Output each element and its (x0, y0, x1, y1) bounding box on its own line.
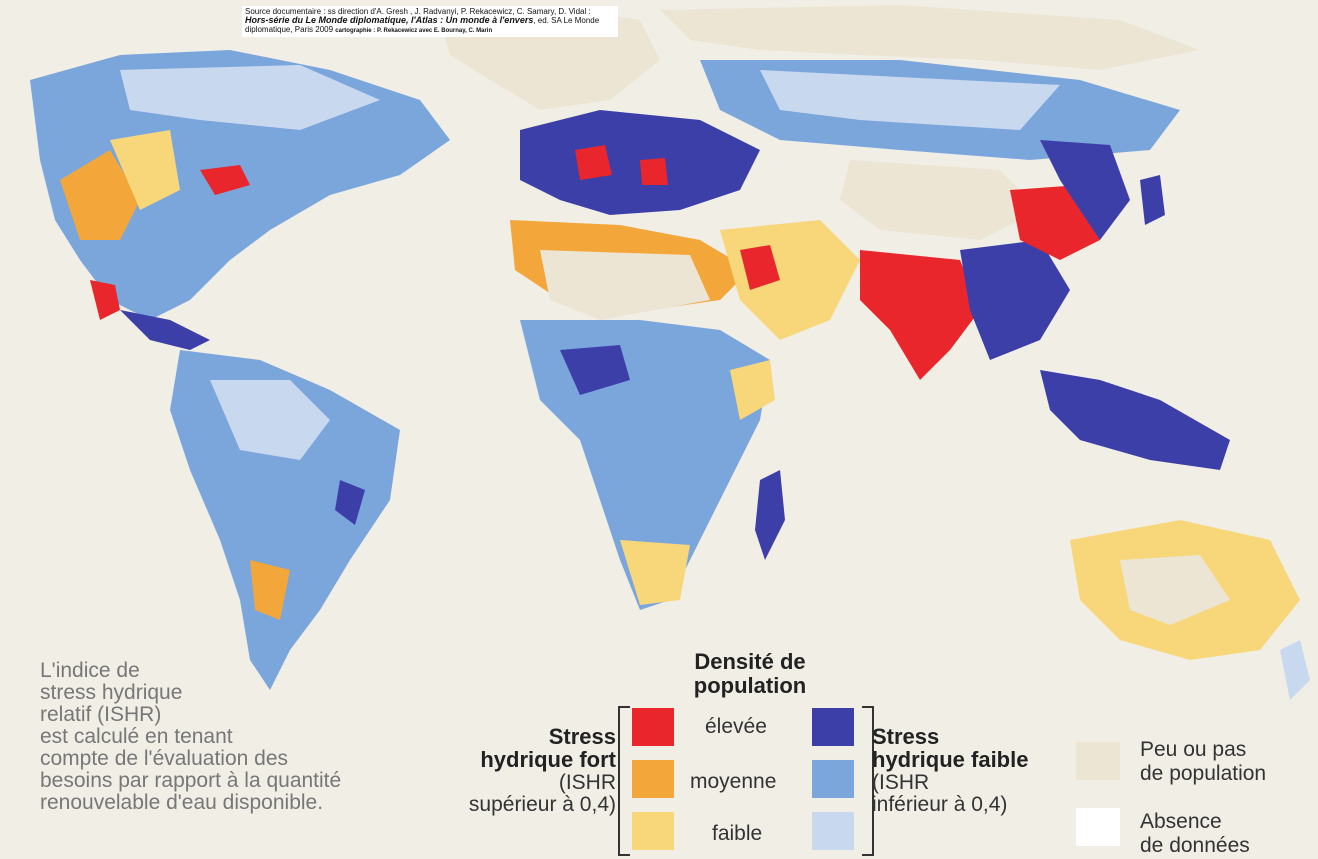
source-prefix: Source documentaire : (245, 7, 326, 16)
southeast-asia-region (1040, 370, 1230, 470)
mexico-high (90, 280, 120, 320)
source-publisher: , ed. SA Le Monde diplomatique, Paris 20… (245, 16, 600, 34)
ishr-explanation: L'indice de stress hydrique relatif (ISH… (40, 660, 370, 814)
low-stress-legend-label: Stress hydrique faible (ISHR inférieur à… (872, 724, 1029, 816)
swatch-low-stress-high (812, 708, 854, 746)
note-line: compte de l'évaluation des (40, 747, 289, 770)
europe-region (520, 110, 760, 215)
low-stress-bracket (862, 706, 874, 856)
new-zealand-region (1280, 640, 1310, 700)
central-asia-low-population (840, 160, 1040, 240)
swatch-high-stress-medium (632, 760, 674, 798)
central-america-region (120, 310, 210, 350)
high-stress-legend-label: Stress hydrique fort (ISHR supérieur à 0… (468, 724, 616, 816)
note-line: renouvelable d'eau disponible. (40, 791, 324, 814)
source-authors: ss direction d'A. Gresh , J. Radvanyi, P… (327, 7, 591, 16)
level-label-high: élevée (705, 715, 767, 738)
south-asia-high (860, 250, 980, 380)
note-line: L'indice de (40, 659, 140, 682)
amazon-low-density (210, 380, 330, 460)
level-label-low: faible (712, 822, 763, 845)
brazil-coast-high (335, 480, 365, 525)
swatch-no-data (1076, 808, 1120, 846)
australia-interior (1120, 555, 1230, 625)
na-west-medium (60, 150, 140, 240)
swatch-high-stress-high (632, 708, 674, 746)
east-africa-medium (730, 360, 775, 420)
south-america-region (170, 350, 400, 690)
sahara-low-population (540, 250, 710, 320)
note-line: est calculé en tenant (40, 725, 233, 748)
na-north-low-density (120, 65, 380, 130)
density-legend-title: Densité de population (693, 649, 807, 698)
na-plains-low (110, 130, 180, 210)
middle-east-medium (720, 220, 860, 340)
southern-africa-low (620, 540, 690, 605)
no-data-label: Absence de données (1140, 810, 1250, 857)
swatch-low-population (1076, 742, 1120, 780)
swatch-low-stress-medium (812, 760, 854, 798)
swatch-high-stress-low (632, 812, 674, 850)
arctic-region (660, 5, 1200, 70)
madagascar-region (755, 470, 785, 560)
note-line: besoins par rapport à la quantité (40, 769, 342, 792)
europe-high-spots (575, 145, 668, 185)
middle-east-high (740, 245, 780, 290)
source-citation: Source documentaire : ss direction d'A. … (242, 6, 618, 37)
source-publication: Hors-série du Le Monde diplomatique, l'A… (245, 15, 534, 25)
na-east-high (200, 165, 250, 195)
siberia-low-density (760, 70, 1060, 130)
swatch-low-stress-low (812, 812, 854, 850)
west-africa-dense (560, 345, 630, 395)
high-stress-bracket (618, 706, 630, 856)
note-line: relatif (ISHR) (40, 703, 162, 726)
japan-region (1140, 175, 1165, 225)
east-asia-dense (1040, 140, 1130, 240)
low-population-label: Peu ou pas de population (1140, 738, 1267, 785)
note-line: stress hydrique (40, 681, 183, 704)
south-asia-dense (960, 240, 1070, 360)
andes-medium (250, 560, 290, 620)
level-label-medium: moyenne (690, 770, 777, 793)
source-cartography: cartographie : P. Rekacewicz avec E. Bou… (335, 28, 493, 34)
